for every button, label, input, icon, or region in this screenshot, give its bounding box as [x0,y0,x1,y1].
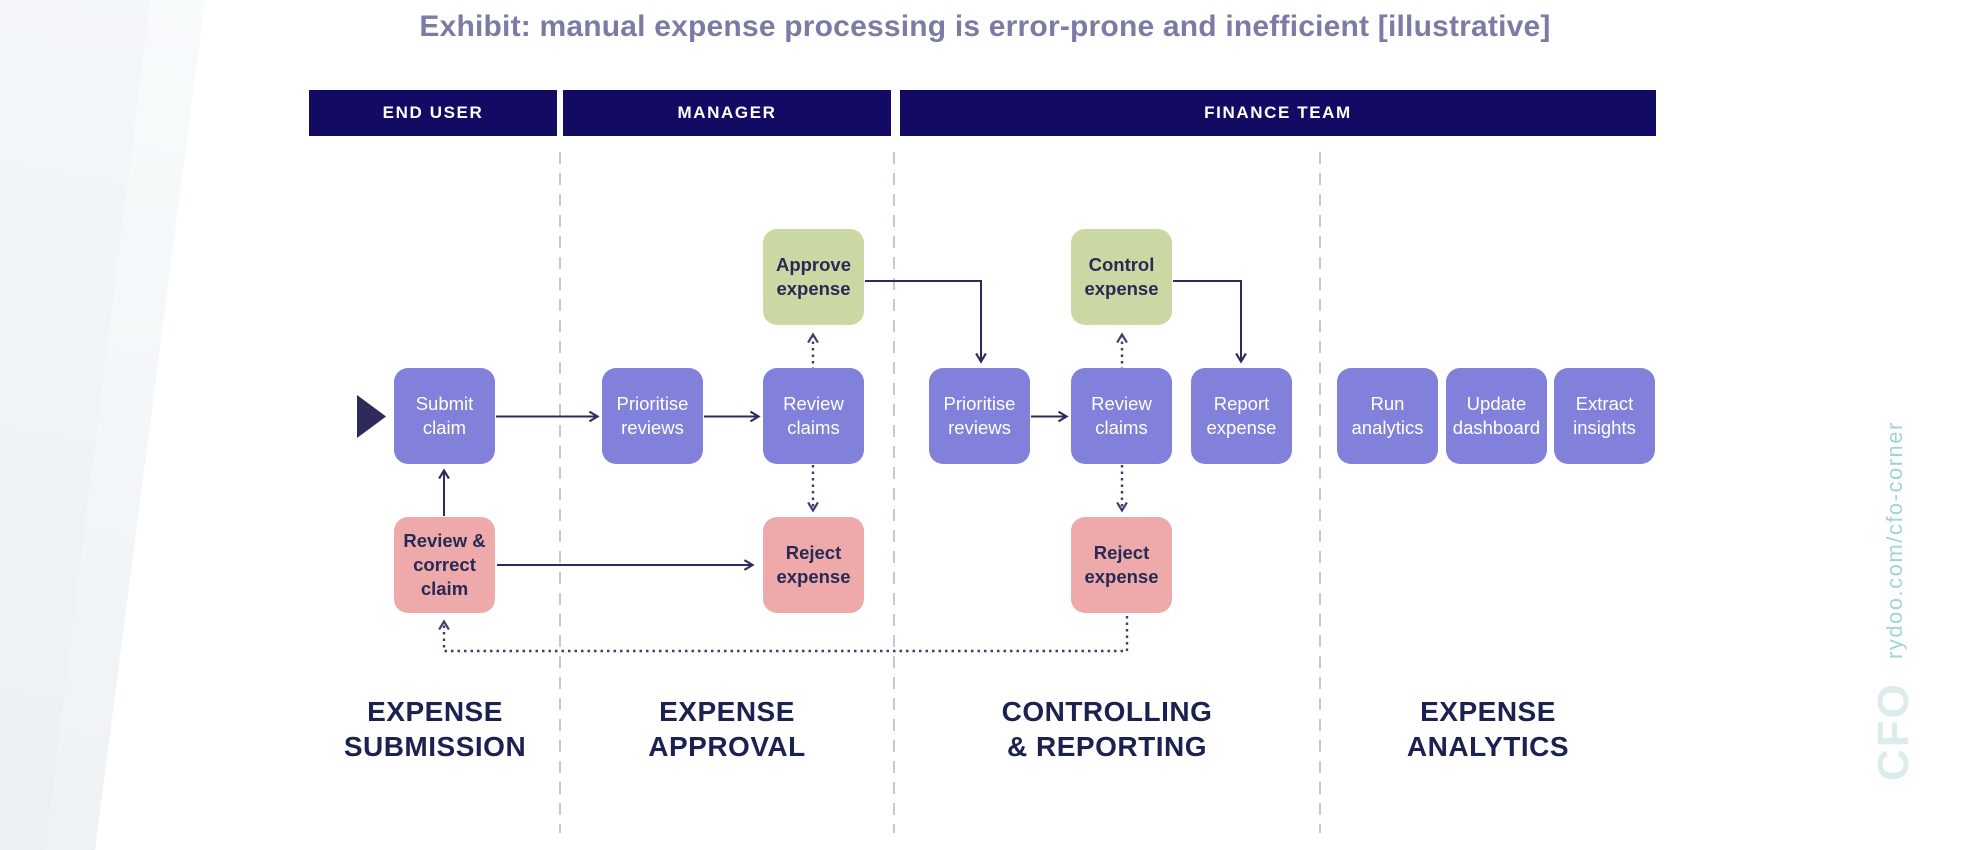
node-control-expense: Control expense [1071,229,1172,325]
section-label-line: ANALYTICS [1406,731,1570,762]
section-label-line: EXPENSE [367,696,503,727]
node-review-correct-claim: Review & correct claim [394,517,495,613]
node-report-expense: Report expense [1191,368,1292,464]
node-reject-expense-mgr: Reject expense [763,517,864,613]
dotted-reject-return-loop [438,616,1129,653]
section-label-line: EXPENSE [1420,696,1556,727]
node-prioritise-reviews-fin: Prioritise reviews [929,368,1030,464]
section-label-line: APPROVAL [648,731,806,762]
watermark-url: rydoo.com/cfo-corner [1882,421,1907,659]
section-label-expense-approval: EXPENSE APPROVAL [560,694,894,764]
node-reject-expense-fin: Reject expense [1071,517,1172,613]
section-label-line: EXPENSE [659,696,795,727]
section-label-line: & REPORTING [1007,731,1207,762]
node-extract-insights: Extract insights [1554,368,1655,464]
lane-finance-team: FINANCE TEAM [900,90,1656,136]
section-label-line: CONTROLLING [1001,696,1213,727]
section-label-expense-submission: EXPENSE SUBMISSION [310,694,560,764]
section-label-controlling-reporting: CONTROLLING & REPORTING [894,694,1320,764]
cfo-logo: CFO [1869,682,1918,782]
section-label-line: SUBMISSION [343,731,527,762]
arrow-control-to-report [1173,280,1247,364]
node-review-claims-fin: Review claims [1071,368,1172,464]
lane-manager: MANAGER [563,90,891,136]
node-review-claims-mgr: Review claims [763,368,864,464]
flow-start-icon [357,395,386,438]
arrow-approve-to-prioritise-fin [865,280,987,364]
page-title: Exhibit: manual expense processing is er… [419,10,1551,43]
node-run-analytics: Run analytics [1337,368,1438,464]
node-update-dashboard: Update dashboard [1446,368,1547,464]
lane-end-user: END USER [309,90,557,136]
node-submit-claim: Submit claim [394,368,495,464]
node-prioritise-reviews-mgr: Prioritise reviews [602,368,703,464]
node-approve-expense: Approve expense [763,229,864,325]
section-label-expense-analytics: EXPENSE ANALYTICS [1320,694,1656,764]
